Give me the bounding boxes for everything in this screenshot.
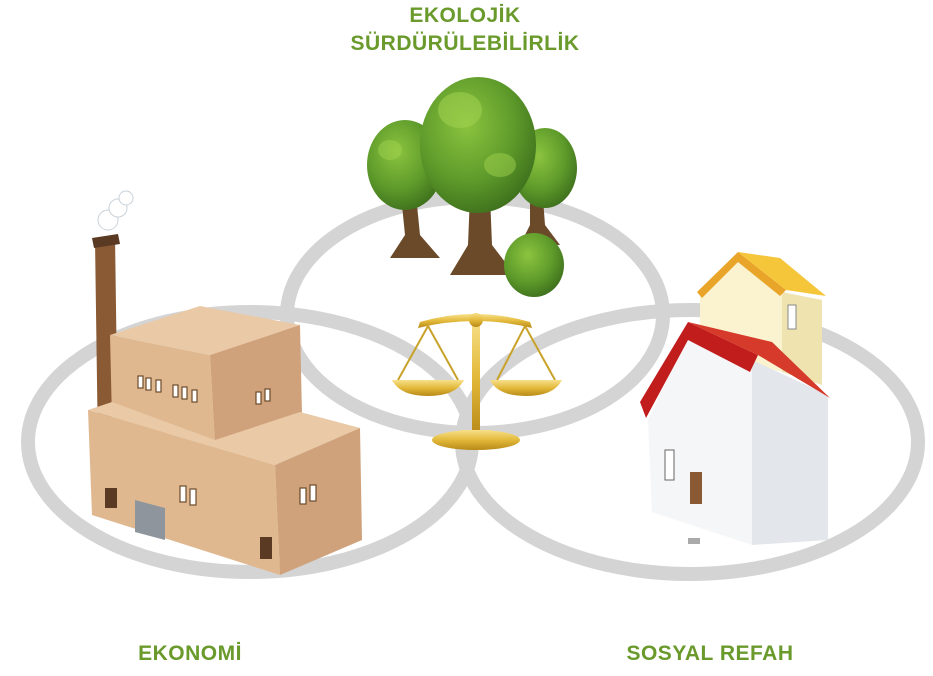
economy-label: EKONOMİ — [138, 642, 242, 665]
factory-icon — [88, 190, 362, 575]
ecology-label-line2: SÜRDÜRÜLEBİLİRLİK — [350, 32, 580, 55]
social-label: SOSYAL REFAH — [626, 642, 794, 665]
ecology-label-line1: EKOLOJİK — [409, 4, 521, 27]
balance-scale-icon — [392, 313, 562, 450]
houses-icon — [640, 252, 830, 545]
trees-icon — [367, 77, 577, 297]
ecology-label: EKOLOJİK SÜRDÜRÜLEBİLİRLİK — [300, 2, 630, 58]
